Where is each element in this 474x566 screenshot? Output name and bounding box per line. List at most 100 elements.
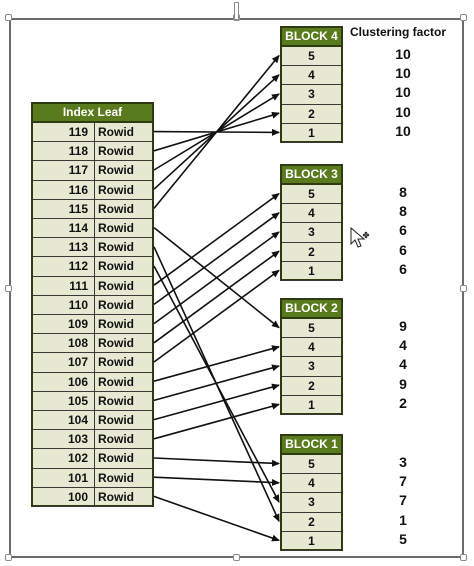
block-row: 1 (282, 124, 341, 143)
clustering-factor-value: 7 (399, 473, 407, 490)
clustering-factor-value: 7 (399, 492, 407, 509)
pointer-arrow (153, 364, 280, 402)
block-row: 1 (282, 532, 341, 551)
rowid-label: Rowid (94, 334, 152, 353)
index-key: 108 (67, 336, 88, 351)
index-key: 114 (68, 221, 88, 235)
block-row: 2 (282, 513, 341, 532)
index-key: 113 (68, 240, 88, 255)
block-header: BLOCK 3 (282, 166, 341, 185)
resize-handle-top-left[interactable] (5, 14, 12, 21)
rowid-label: Rowid (94, 295, 152, 314)
index-key: 107 (67, 355, 88, 370)
resize-handle-top-right[interactable] (460, 14, 467, 21)
block-row: 5 (282, 47, 341, 67)
rowid-label: Rowid (94, 315, 152, 334)
pointer-arrow (153, 269, 280, 363)
clustering-factor-value: 6 (399, 260, 407, 277)
pointer-arrow (153, 402, 280, 440)
block-row: 1 (282, 262, 341, 281)
clustering-factor-value: 10 (395, 103, 411, 120)
index-key: 116 (68, 182, 88, 197)
clustering-factor-value: 3 (399, 454, 407, 470)
clustering-factor-title: Clustering factor (350, 25, 447, 39)
block-row: 3 (282, 85, 341, 105)
block-row: 4 (282, 204, 341, 224)
rowid-label: Rowid (94, 142, 152, 161)
index-key: 106 (67, 374, 88, 389)
index-leaf-header: Index Leaf (33, 104, 152, 123)
clustering-factor-value: 10 (395, 84, 411, 101)
block-row: 2 (282, 105, 341, 124)
clustering-factor-value: 9 (399, 318, 407, 334)
index-leaf-row: 107 Rowid (33, 353, 152, 373)
block-row: 4 (282, 66, 341, 86)
pointer-arrow (153, 345, 280, 382)
rowid-label: Rowid (94, 391, 152, 410)
clustering-factor-value: 10 (395, 46, 411, 62)
resize-handle-middle-left[interactable] (5, 285, 12, 292)
block-row: 5 (282, 185, 341, 205)
rowid-label: Rowid (94, 199, 152, 218)
rowid-label: Rowid (94, 449, 152, 468)
block-row: 3 (282, 357, 341, 377)
clustering-factor-value: 9 (399, 375, 407, 392)
index-leaf-row: 109 Rowid (33, 315, 152, 335)
pointer-arrow (153, 212, 280, 306)
index-key: 117 (68, 163, 88, 178)
block-header: BLOCK 1 (282, 436, 341, 455)
resize-handle-bottom-right[interactable] (460, 554, 467, 561)
rowid-label: Rowid (94, 372, 152, 391)
pointer-arrow (153, 250, 280, 344)
clustering-factor-value: 2 (399, 394, 407, 411)
move-cursor-icon (350, 226, 370, 248)
block-row: 4 (282, 474, 341, 494)
index-key: 111 (69, 278, 88, 293)
block-row: 3 (282, 223, 341, 243)
index-key: 119 (68, 125, 88, 139)
index-key: 109 (67, 317, 88, 331)
pointer-arrow (153, 495, 280, 542)
index-key: 104 (67, 413, 88, 427)
rowid-label: Rowid (94, 161, 152, 180)
index-key: 103 (67, 432, 88, 447)
pointer-arrow (153, 457, 280, 467)
rotate-handle[interactable] (234, 2, 239, 20)
clustering-factor-value: 8 (399, 184, 407, 200)
block-header: BLOCK 2 (282, 300, 341, 319)
clustering-factor-value: 6 (399, 222, 407, 239)
rowid-label: Rowid (94, 353, 152, 372)
clustering-factor-value: 10 (395, 122, 411, 139)
block-row: 2 (282, 377, 341, 396)
rowid-label: Rowid (94, 487, 152, 506)
resize-handle-bottom-left[interactable] (5, 554, 12, 561)
block-row: 4 (282, 338, 341, 358)
rowid-label: Rowid (94, 468, 152, 487)
clustering-factor-value: 8 (399, 203, 407, 220)
resize-handle-bottom-center[interactable] (233, 554, 240, 561)
index-leaf-row: 117 Rowid (33, 161, 152, 181)
resize-handle-middle-right[interactable] (460, 285, 467, 292)
clustering-factor-value: 5 (399, 530, 407, 547)
clustering-factor-value: 4 (399, 337, 407, 354)
rowid-label: Rowid (94, 180, 152, 199)
block-row: 3 (282, 493, 341, 513)
